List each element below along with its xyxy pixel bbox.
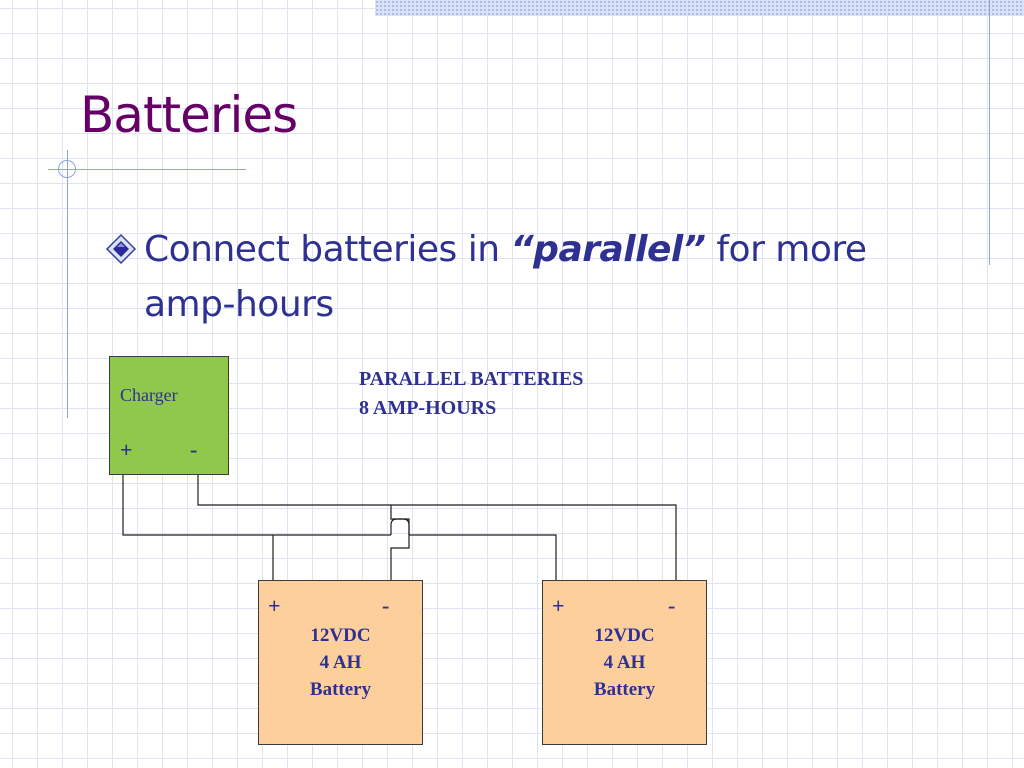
bullet-emphasis: “parallel” <box>510 229 706 270</box>
annotation-line-2: 8 AMP-HOURS <box>359 397 497 419</box>
slide-title: Batteries <box>80 86 298 144</box>
negative-wire <box>197 475 677 580</box>
charger-plus-terminal: + <box>120 437 133 462</box>
decorative-right-line <box>989 0 990 265</box>
bullet-text: Connect batteries in “parallel” for more… <box>144 222 904 332</box>
battery-2-name: Battery <box>593 679 656 700</box>
negative-wire-battery1 <box>390 505 410 580</box>
annotation-line-1: PARALLEL BATTERIES <box>359 368 584 390</box>
battery-1-voltage: 12VDC <box>310 625 371 646</box>
diagram-annotation: PARALLEL BATTERIES 8 AMP-HOURS <box>359 365 583 423</box>
battery-1-capacity: 4 AH <box>319 652 362 673</box>
positive-wire <box>122 475 391 536</box>
positive-wire-branch <box>409 534 557 580</box>
battery-2-capacity: 4 AH <box>603 652 646 673</box>
battery-1-plus-terminal: + <box>268 593 281 618</box>
bullet-text-before: Connect batteries in <box>144 229 511 270</box>
charger-label: Charger <box>120 385 178 405</box>
positive-wire-crossover <box>390 518 410 535</box>
battery-1-minus-terminal: - <box>382 593 390 618</box>
charger-minus-terminal: - <box>190 437 198 462</box>
decorative-left-line <box>67 150 68 418</box>
battery-2: + - 12VDC 4 AH Battery <box>542 580 707 745</box>
bullet-text-after: for more amp-hours <box>144 229 867 325</box>
title-underline <box>48 169 246 170</box>
diamond-bullet-icon <box>105 233 137 265</box>
charger-box: Charger + - <box>109 356 229 475</box>
battery-2-minus-terminal: - <box>668 593 676 618</box>
battery-2-plus-terminal: + <box>552 593 565 618</box>
battery-1-name: Battery <box>309 679 372 700</box>
battery-2-voltage: 12VDC <box>594 625 655 646</box>
decorative-circle <box>58 160 76 178</box>
battery-1: + - 12VDC 4 AH Battery <box>258 580 423 745</box>
decorative-top-band <box>375 0 1024 16</box>
